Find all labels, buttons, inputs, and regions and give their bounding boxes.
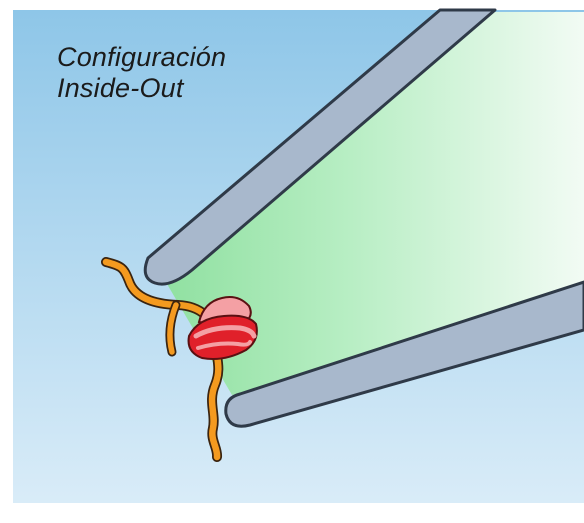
title-line-2: Inside-Out: [57, 73, 226, 104]
diagram-title: Configuración Inside-Out: [57, 42, 226, 104]
title-line-1: Configuración: [57, 42, 226, 73]
